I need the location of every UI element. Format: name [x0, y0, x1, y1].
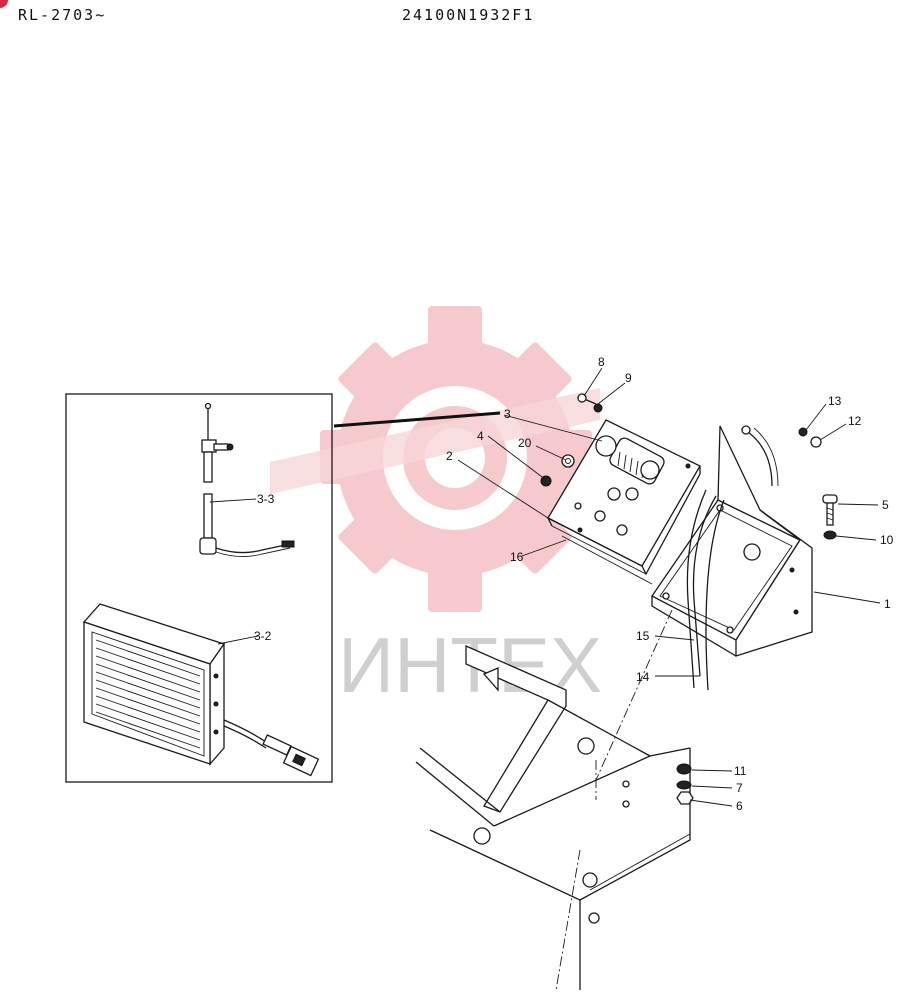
callout-2: 2: [446, 449, 453, 463]
callout-3: 3: [504, 407, 511, 421]
callout-20: 20: [518, 436, 532, 450]
control-panel: [546, 419, 701, 585]
switch-assembly-bottom: [199, 493, 295, 557]
watermark-gear: [270, 306, 600, 612]
bracket-box: [651, 425, 813, 657]
callout-13: 13: [828, 394, 842, 408]
leader-lines: [209, 367, 881, 807]
switch-assembly-top: [201, 402, 234, 483]
callout-11: 11: [734, 764, 747, 778]
callout-7: 7: [736, 781, 743, 795]
wire-harness: [686, 425, 779, 691]
callout-9: 9: [625, 371, 632, 385]
hardware-parts: [540, 393, 838, 805]
callout-3-2: 3-2: [254, 629, 272, 643]
vehicle-frame: [415, 609, 691, 991]
callout-6: 6: [736, 799, 743, 813]
callout-8: 8: [598, 355, 605, 369]
callout-12: 12: [848, 414, 862, 428]
callout-1: 1: [884, 597, 891, 611]
detail-inset-frame: [65, 393, 333, 783]
headlight-unit: [82, 603, 320, 777]
corner-badge: [0, 0, 8, 8]
callout-3-3: 3-3: [257, 492, 275, 506]
callout-15: 15: [636, 629, 650, 643]
callout-10: 10: [880, 533, 894, 547]
callout-4: 4: [477, 429, 484, 443]
callout-16: 16: [510, 550, 524, 564]
model-range-label: RL-2703~: [18, 6, 107, 24]
inset-leader-line: [333, 411, 501, 428]
callout-5: 5: [882, 498, 889, 512]
callout-14: 14: [636, 670, 650, 684]
drawing-number-label: 24100N1932F1: [402, 6, 535, 24]
